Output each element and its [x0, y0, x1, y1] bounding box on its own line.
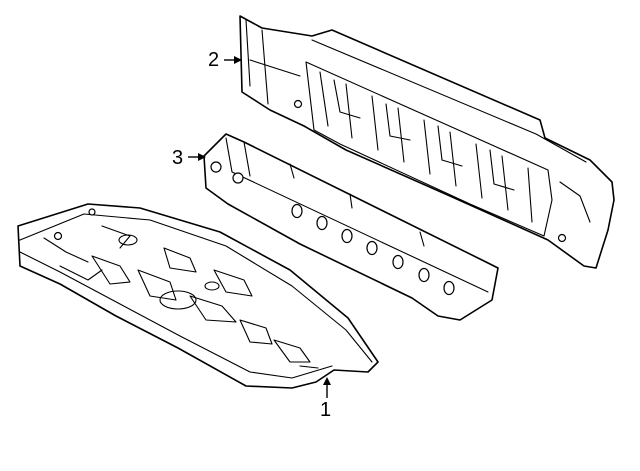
- callout-1: 1: [320, 377, 331, 421]
- callout-3: 3: [172, 147, 206, 169]
- cross-member-part: [203, 133, 499, 321]
- callout-2: 2: [208, 49, 242, 71]
- callout-label-3: 3: [172, 147, 183, 169]
- callout-label-1: 1: [320, 399, 331, 421]
- floor-panel-part: [17, 203, 379, 389]
- callout-label-2: 2: [208, 49, 219, 71]
- rear-panel-part: [239, 15, 615, 269]
